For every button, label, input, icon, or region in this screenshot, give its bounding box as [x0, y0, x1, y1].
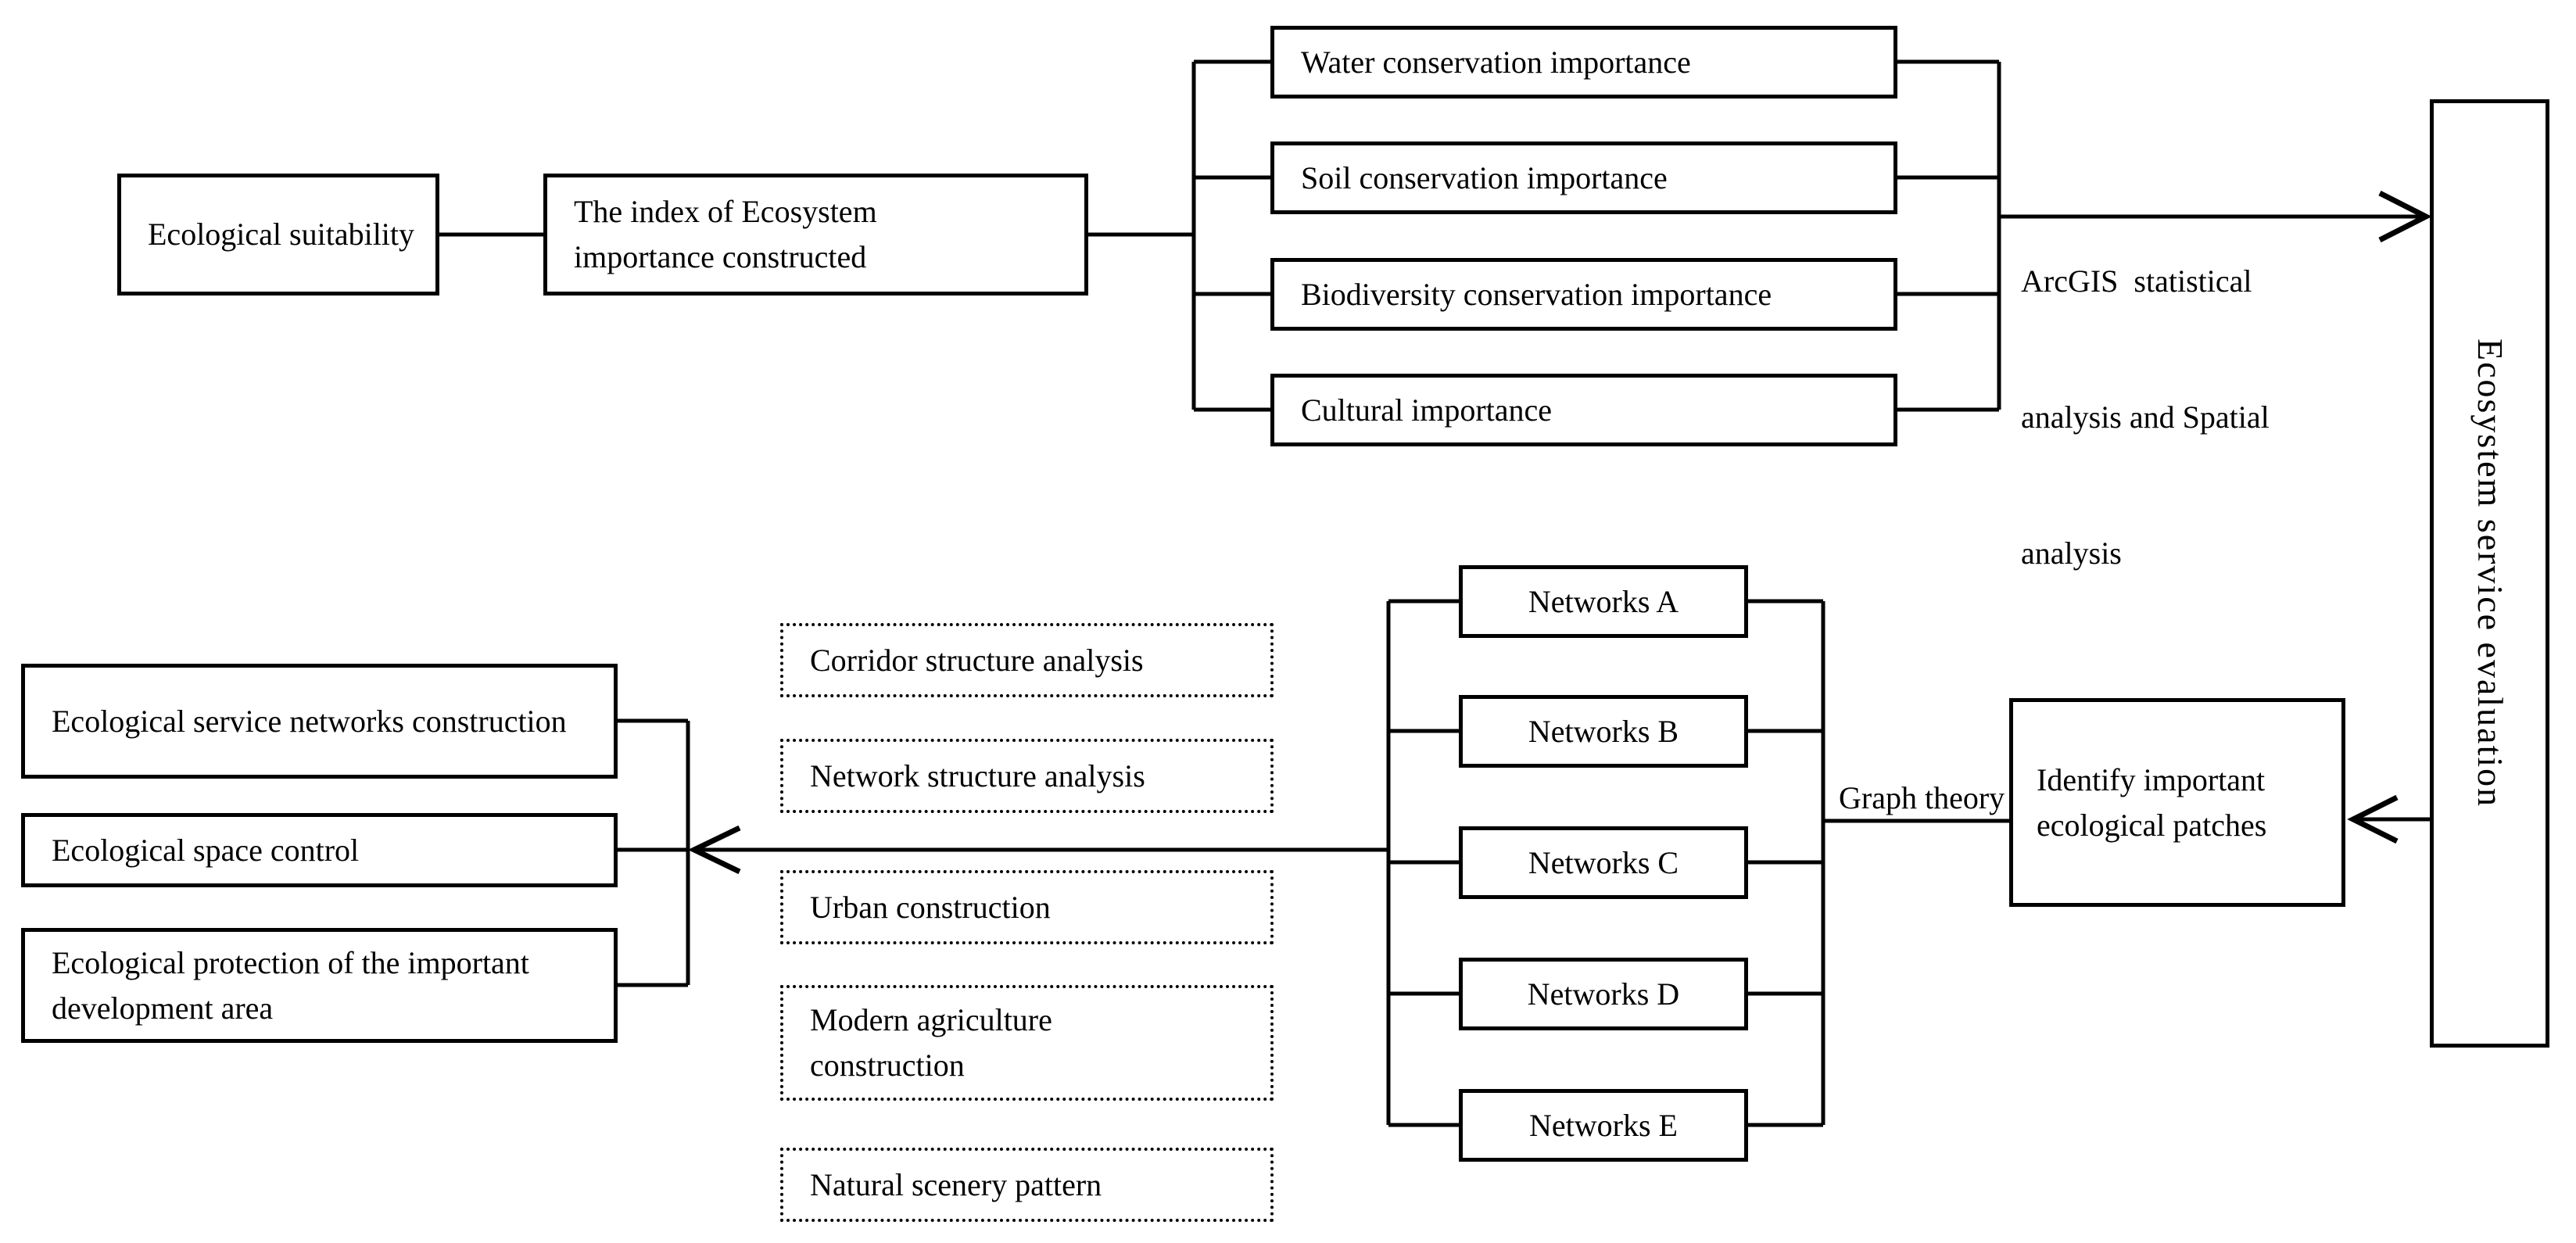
box-network-structure-analysis: Network structure analysis [780, 739, 1274, 813]
box-networks-a: Networks A [1459, 565, 1748, 638]
box-soil-conservation: Soil conservation importance [1270, 141, 1897, 214]
arcgis-method-label: ArcGIS statistical analysis and Spatial … [2021, 168, 2270, 667]
box-service-networks-construction: Ecological service networks construction [21, 664, 618, 779]
box-corridor-structure-analysis: Corridor structure analysis [780, 623, 1274, 697]
box-index-constructed-label: The index of Ecosystem importance constr… [574, 194, 877, 274]
box-modern-agriculture-construction: Modern agriculture construction [780, 985, 1274, 1101]
box-networks-c: Networks C [1459, 826, 1748, 899]
box-urban-construction: Urban construction [780, 870, 1274, 944]
graph-theory-label: Graph theory [1839, 780, 2005, 815]
arcgis-method-label-line1: ArcGIS statistical [2021, 263, 2252, 299]
box-networks-d: Networks D [1459, 958, 1748, 1030]
box-modern-agriculture-construction-label: Modern agriculture construction [810, 1002, 1052, 1083]
box-network-structure-analysis-label: Network structure analysis [810, 758, 1145, 793]
arcgis-method-label-line2: analysis and Spatial [2021, 399, 2270, 435]
box-ecological-space-control-label: Ecological space control [52, 832, 360, 868]
box-biodiversity-conservation-label: Biodiversity conservation importance [1301, 276, 1772, 312]
box-biodiversity-conservation: Biodiversity conservation importance [1270, 258, 1897, 331]
box-water-conservation: Water conservation importance [1270, 26, 1897, 99]
box-service-networks-construction-label: Ecological service networks construction [52, 703, 567, 739]
box-ecological-protection-area: Ecological protection of the important d… [21, 928, 618, 1043]
box-cultural-importance: Cultural importance [1270, 374, 1897, 446]
box-networks-b-label: Networks B [1528, 713, 1679, 749]
box-natural-scenery-pattern: Natural scenery pattern [780, 1148, 1274, 1222]
box-networks-d-label: Networks D [1527, 976, 1680, 1012]
box-identify-patches-label: Identify important ecological patches [2037, 761, 2267, 843]
box-ecological-protection-area-label: Ecological protection of the important d… [52, 944, 529, 1026]
networks-to-outcomes-head [687, 825, 741, 875]
box-ecological-suitability: Ecological suitability [117, 174, 439, 296]
box-urban-construction-label: Urban construction [810, 889, 1051, 925]
box-networks-b: Networks B [1459, 695, 1748, 768]
box-ecological-suitability-label: Ecological suitability [148, 217, 415, 252]
box-cultural-importance-label: Cultural importance [1301, 392, 1553, 428]
box-corridor-structure-analysis-label: Corridor structure analysis [810, 642, 1144, 678]
box-networks-a-label: Networks A [1528, 583, 1679, 619]
arcgis-arrow-head [2378, 190, 2432, 243]
box-networks-e: Networks E [1459, 1089, 1748, 1162]
box-networks-c-label: Networks C [1528, 844, 1679, 880]
box-ecological-space-control: Ecological space control [21, 813, 618, 887]
box-identify-patches: Identify important ecological patches [2009, 698, 2345, 907]
evaluation-to-identify-head [2347, 794, 2399, 844]
box-index-constructed: The index of Ecosystem importance constr… [543, 174, 1088, 296]
box-ecosystem-service-evaluation-label: Ecosystem service evaluation [2470, 339, 2510, 808]
box-natural-scenery-pattern-label: Natural scenery pattern [810, 1166, 1102, 1202]
box-water-conservation-label: Water conservation importance [1301, 44, 1691, 80]
box-ecosystem-service-evaluation: Ecosystem service evaluation [2430, 99, 2549, 1048]
box-soil-conservation-label: Soil conservation importance [1301, 159, 1668, 195]
arcgis-method-label-line3: analysis [2021, 536, 2122, 571]
box-networks-e-label: Networks E [1529, 1107, 1678, 1143]
